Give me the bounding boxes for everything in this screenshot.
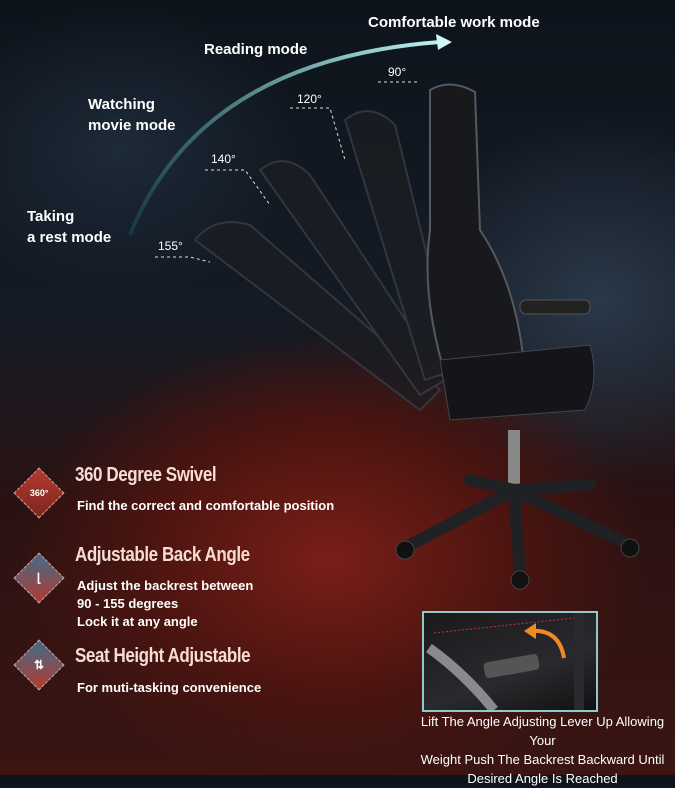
backrest-90 bbox=[426, 83, 527, 392]
mode-label-line: Watching bbox=[88, 96, 155, 113]
angle-label-90: 90° bbox=[388, 65, 407, 79]
lever-instruction-caption: Lift The Angle Adjusting Lever Up Allowi… bbox=[410, 712, 675, 788]
swivel-360-text: 360° bbox=[29, 488, 49, 498]
feature-title: Adjustable Back Angle bbox=[75, 544, 250, 566]
angle-line-140 bbox=[205, 169, 271, 206]
angle-label-140: 140° bbox=[211, 152, 236, 166]
lever-closeup-image bbox=[422, 611, 598, 712]
mode-label-watching-movie: Watching movie mode bbox=[88, 94, 176, 136]
feature-description-line: Lock it at any angle bbox=[77, 614, 198, 629]
angle-label-155: 155° bbox=[158, 239, 183, 253]
angle-line-120 bbox=[290, 107, 346, 161]
feature-title: 360 Degree Swivel bbox=[75, 464, 217, 486]
feature-title: Seat Height Adjustable bbox=[75, 645, 251, 667]
lever-closeup-drawing bbox=[426, 613, 584, 710]
mode-label-reading: Reading mode bbox=[204, 41, 308, 58]
mode-label-line: a rest mode bbox=[27, 229, 112, 246]
star-base bbox=[404, 474, 636, 581]
caption-line: Desired Angle Is Reached bbox=[467, 771, 618, 786]
caption-line: Weight Push The Backrest Backward Until bbox=[420, 752, 665, 767]
gas-lift bbox=[508, 430, 520, 485]
feature-description-line: Adjust the backrest between bbox=[77, 578, 254, 593]
feature-description-line: 90 - 155 degrees bbox=[77, 596, 179, 611]
angle-line-155 bbox=[155, 256, 211, 263]
angle-label-120: 120° bbox=[297, 92, 322, 106]
mode-label-comfortable-work: Comfortable work mode bbox=[368, 14, 540, 31]
armrest bbox=[519, 299, 591, 315]
mode-label-taking-rest: Taking a rest mode bbox=[27, 206, 111, 248]
mode-label-line: Taking bbox=[27, 208, 75, 225]
caption-line: Lift The Angle Adjusting Lever Up Allowi… bbox=[420, 714, 665, 748]
seat bbox=[439, 344, 595, 421]
feature-description: Find the correct and comfortable positio… bbox=[77, 498, 335, 513]
arrows-glyph: ⇅ bbox=[33, 658, 45, 672]
mode-label-line: movie mode bbox=[88, 117, 176, 134]
recline-glyph: ⌊ bbox=[36, 571, 42, 585]
arc-arrowhead bbox=[436, 34, 452, 50]
recline-arc bbox=[128, 40, 441, 236]
feature-description: For muti-tasking convenience bbox=[77, 680, 262, 695]
feature-description: Adjust the backrest between 90 - 155 deg… bbox=[77, 577, 253, 631]
